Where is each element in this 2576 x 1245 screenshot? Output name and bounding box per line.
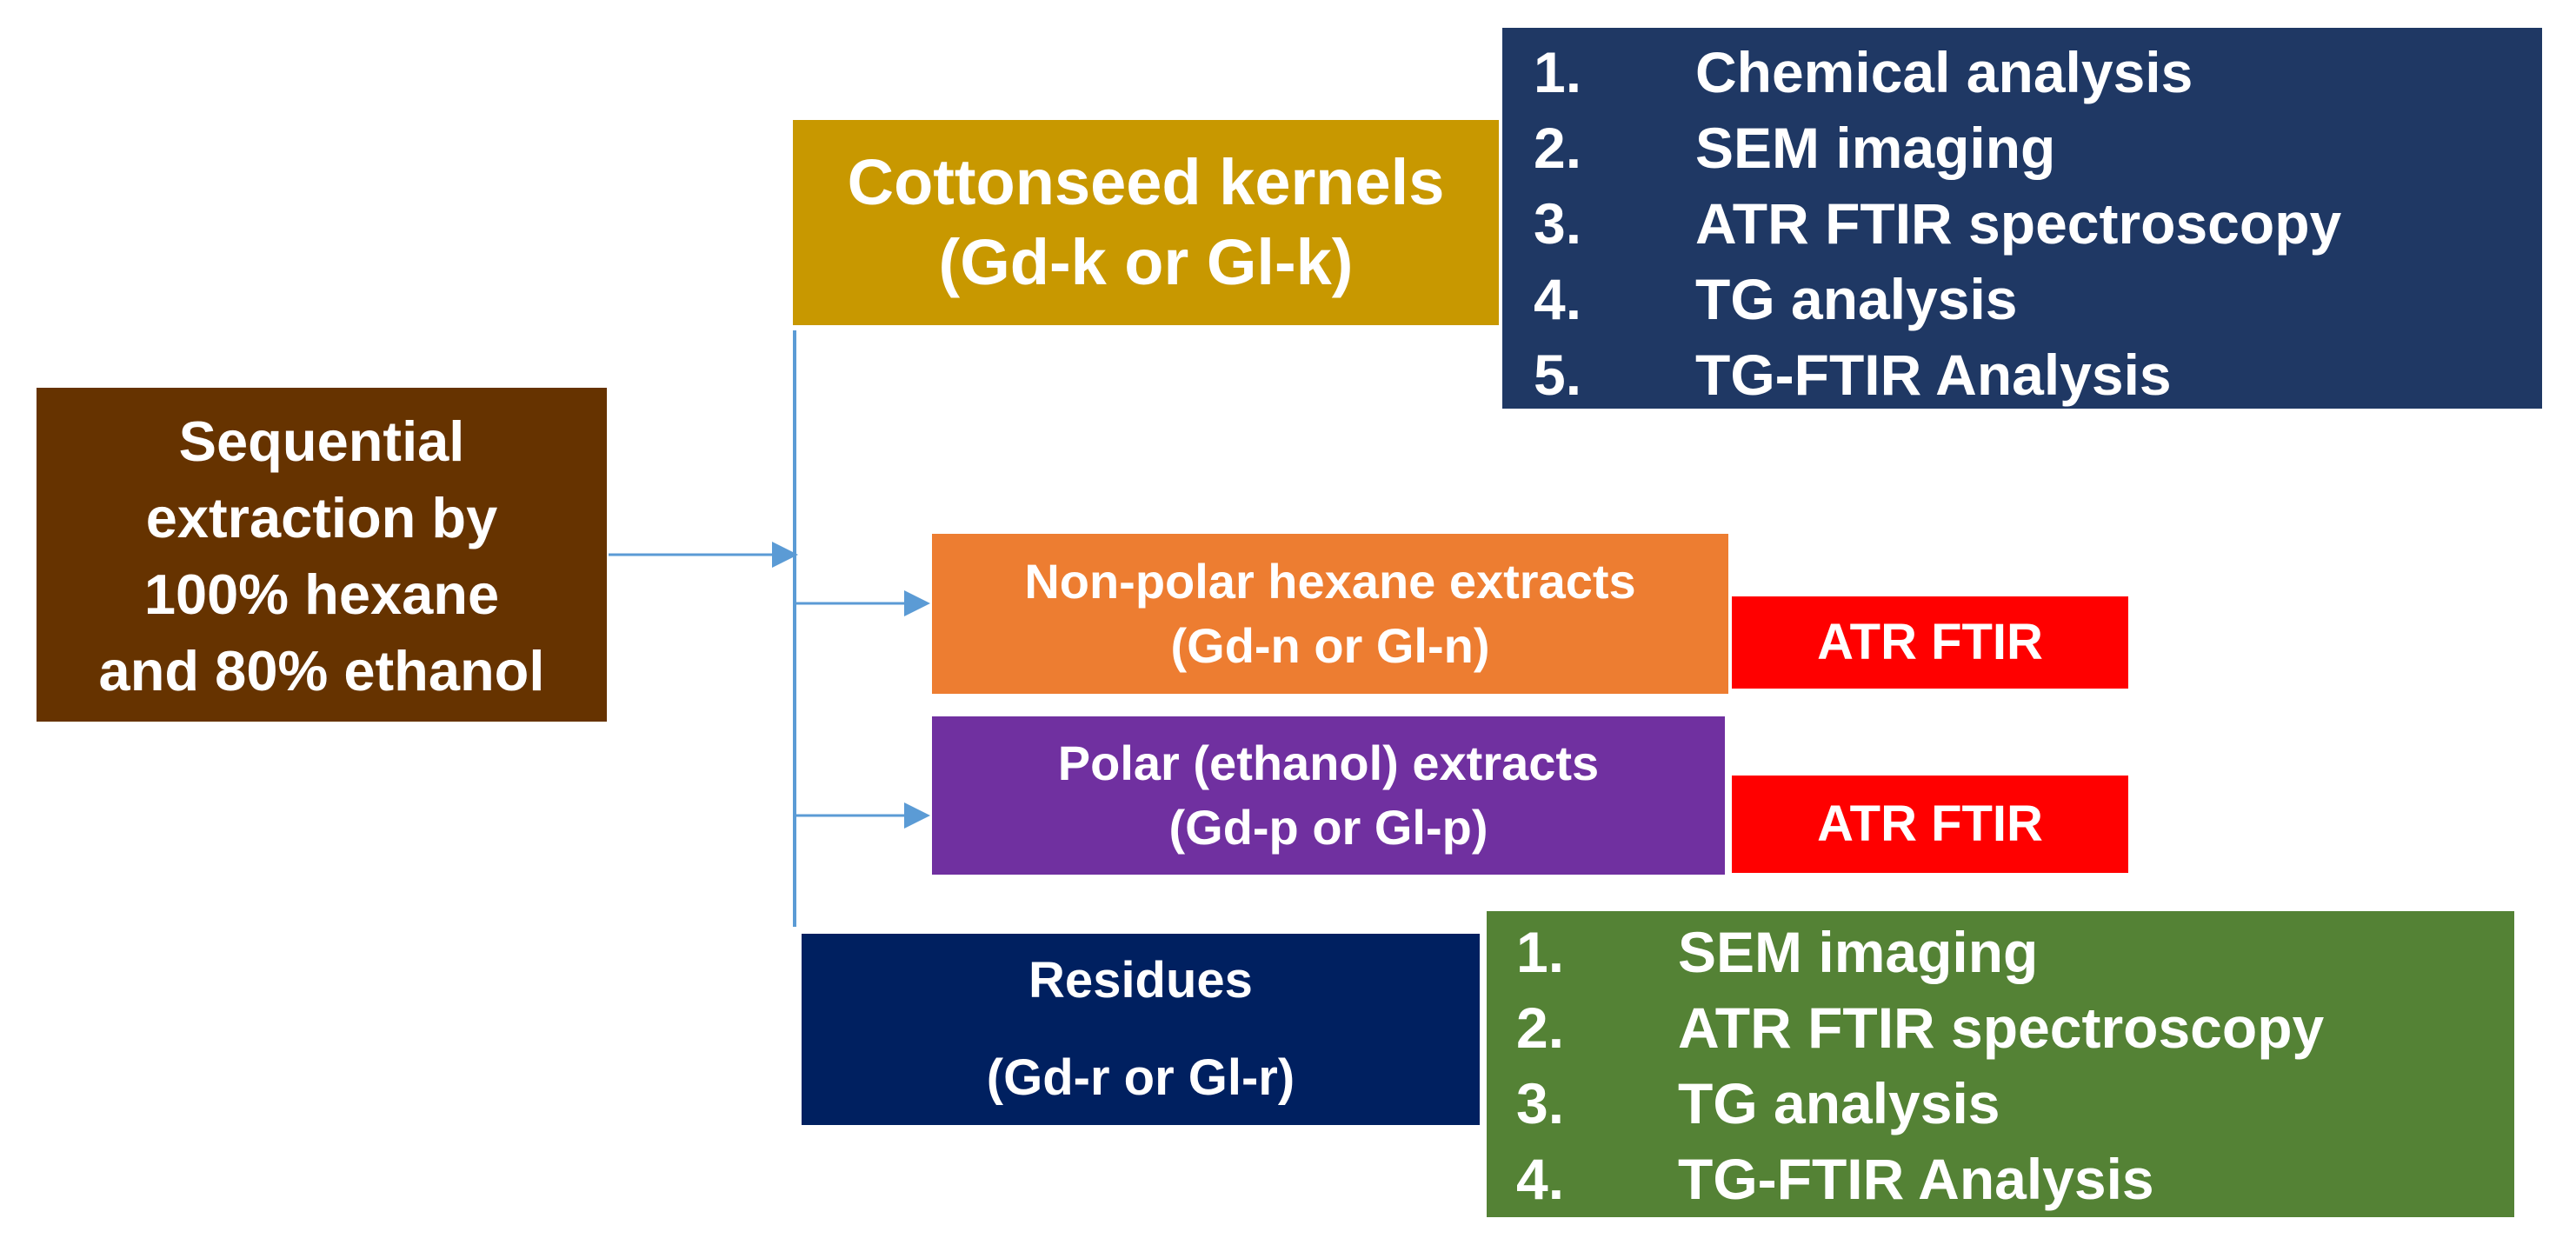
list-number: 3. — [1534, 191, 1582, 256]
polar-subtitle: (Gd-p or Gl-p) — [1168, 800, 1488, 855]
list-item: 3. TG analysis — [1516, 1066, 2514, 1142]
list-text: TG-FTIR Analysis — [1678, 1147, 2154, 1211]
list-number: 1. — [1516, 920, 1565, 984]
residue-analyses-list: 1. SEM imaging 2. ATR FTIR spectroscopy 3.… — [1487, 911, 2514, 1217]
hexane-title: Non-polar hexane extracts — [1024, 554, 1636, 609]
residues-title: Residues — [1028, 952, 1253, 1009]
source-line: 100% hexane — [143, 563, 500, 626]
list-text: TG analysis — [1678, 1071, 2000, 1135]
hexane-atr-ftir-box: ATR FTIR — [1732, 596, 2128, 689]
source-line: and 80% ethanol — [98, 639, 545, 702]
polar-title: Polar (ethanol) extracts — [1057, 736, 1600, 790]
list-number: 4. — [1516, 1147, 1565, 1211]
sequential-extraction-box: Sequential extraction by 100% hexane and… — [37, 388, 607, 722]
list-number: 2. — [1516, 995, 1565, 1060]
source-line: Sequential — [178, 409, 465, 473]
polar-extracts-box: Polar (ethanol) extracts (Gd-p or Gl-p) — [932, 716, 1725, 875]
list-text: TG-FTIR Analysis — [1695, 343, 2172, 407]
list-number: 1. — [1534, 40, 1582, 104]
source-line: extraction by — [145, 486, 498, 549]
list-item: 2. SEM imaging — [1534, 110, 2542, 186]
list-item: 1. SEM imaging — [1516, 915, 2514, 990]
polar-analysis-label: ATR FTIR — [1817, 796, 2043, 852]
list-item: 1. Chemical analysis — [1534, 35, 2542, 110]
list-number: 2. — [1534, 116, 1582, 180]
residues-box: Residues (Gd-r or Gl-r) — [802, 934, 1480, 1125]
list-item: 3. ATR FTIR spectroscopy — [1534, 186, 2542, 262]
cottonseed-kernels-box: Cottonseed kernels (Gd-k or Gl-k) — [793, 120, 1499, 325]
list-item: 4. TG-FTIR Analysis — [1516, 1142, 2514, 1217]
kernel-analyses-list: 1. Chemical analysis 2. SEM imaging 3. ATR … — [1502, 28, 2542, 409]
list-text: SEM imaging — [1695, 116, 2056, 180]
residues-subtitle: (Gd-r or Gl-r) — [986, 1049, 1295, 1106]
list-text: SEM imaging — [1678, 920, 2039, 984]
list-number: 3. — [1516, 1071, 1565, 1135]
list-item: 5. TG-FTIR Analysis — [1534, 337, 2542, 413]
polar-atr-ftir-box: ATR FTIR — [1732, 776, 2128, 873]
list-item: 4. TG analysis — [1534, 262, 2542, 337]
list-text: ATR FTIR spectroscopy — [1678, 995, 2325, 1060]
kernels-title: Cottonseed kernels — [847, 146, 1445, 218]
list-number: 4. — [1534, 267, 1582, 331]
hexane-analysis-label: ATR FTIR — [1817, 614, 2043, 670]
hexane-extracts-box: Non-polar hexane extracts (Gd-n or Gl-n) — [932, 534, 1728, 694]
list-text: TG analysis — [1695, 267, 2018, 331]
list-item: 2. ATR FTIR spectroscopy — [1516, 990, 2514, 1066]
hexane-subtitle: (Gd-n or Gl-n) — [1170, 618, 1490, 673]
list-text: Chemical analysis — [1695, 40, 2193, 104]
list-number: 5. — [1534, 343, 1582, 407]
list-text: ATR FTIR spectroscopy — [1695, 191, 2342, 256]
kernels-subtitle: (Gd-k or Gl-k) — [938, 226, 1354, 298]
